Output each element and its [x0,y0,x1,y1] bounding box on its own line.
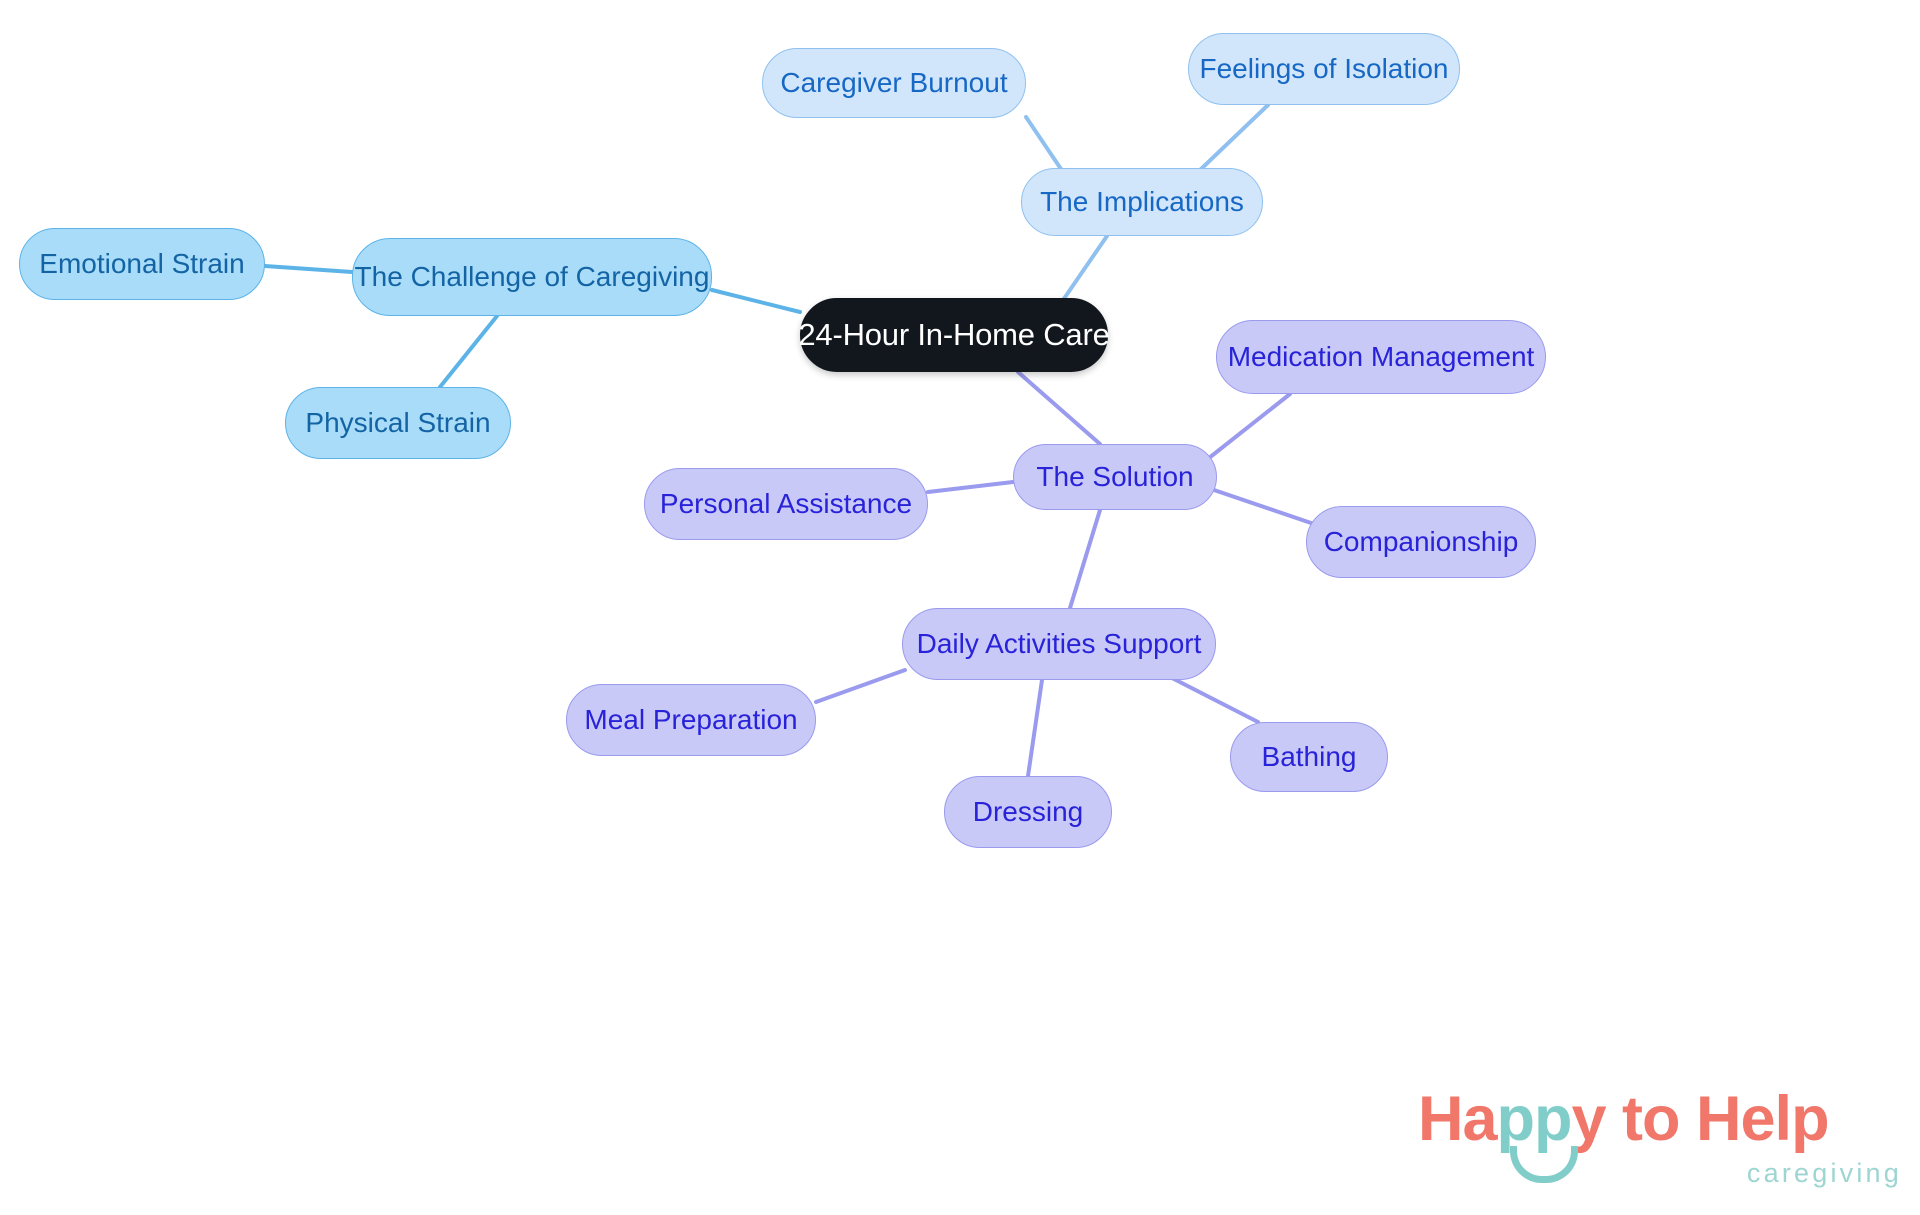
smile-arc-icon [1510,1146,1578,1183]
edge-daily-activities-meal-preparation [814,668,907,704]
node-the-solution[interactable]: The Solution [1013,444,1217,510]
logo-text-pp: pp [1496,1084,1573,1154]
logo-subtitle: caregiving [1746,1158,1902,1188]
node-feelings-of-isolation[interactable]: Feelings of Isolation [1188,33,1460,105]
edge-implications-feelings-of-isolation [1198,103,1270,172]
node-the-implications[interactable]: The Implications [1021,168,1263,236]
logo-wordmark: Happy to Help [1418,1088,1830,1151]
edge-implications-caregiver-burnout [1024,115,1065,174]
node-medication-management[interactable]: Medication Management [1216,320,1546,394]
node-companionship[interactable]: Companionship [1306,506,1536,578]
node-caregiver-burnout[interactable]: Caregiver Burnout [762,48,1026,118]
node-physical-strain[interactable]: Physical Strain [285,387,511,459]
node-meal-preparation[interactable]: Meal Preparation [566,684,816,756]
logo-text-ha: Ha [1418,1084,1498,1154]
happy-to-help-logo: Happy to Help caregiving [1418,1088,1908,1200]
edge-solution-personal-assistance [926,480,1015,494]
node-personal-assistance[interactable]: Personal Assistance [644,468,928,540]
edge-daily-activities-bathing [1170,676,1260,724]
edge-root-implications [1059,234,1109,305]
node-daily-activities-support[interactable]: Daily Activities Support [902,608,1216,680]
node-the-challenge-of-caregiving[interactable]: The Challenge of Caregiving [352,238,712,316]
node-root-24-hour-in-home-care[interactable]: 24-Hour In-Home Care [798,298,1110,372]
edge-solution-medication-management [1207,392,1292,460]
edge-challenge-physical-strain [438,314,499,389]
edge-solution-daily-activities-support [1068,508,1102,610]
edge-daily-activities-dressing [1026,678,1044,778]
edge-root-challenge [710,288,802,314]
logo-text-y-to-hel: y to Hel [1571,1084,1793,1154]
node-dressing[interactable]: Dressing [944,776,1112,848]
node-emotional-strain[interactable]: Emotional Strain [19,228,265,300]
edge-solution-companionship [1212,488,1316,526]
logo-text-p: p [1791,1084,1829,1154]
node-bathing[interactable]: Bathing [1230,722,1388,792]
edge-challenge-emotional-strain [263,264,354,274]
edge-root-solution [1016,370,1102,446]
